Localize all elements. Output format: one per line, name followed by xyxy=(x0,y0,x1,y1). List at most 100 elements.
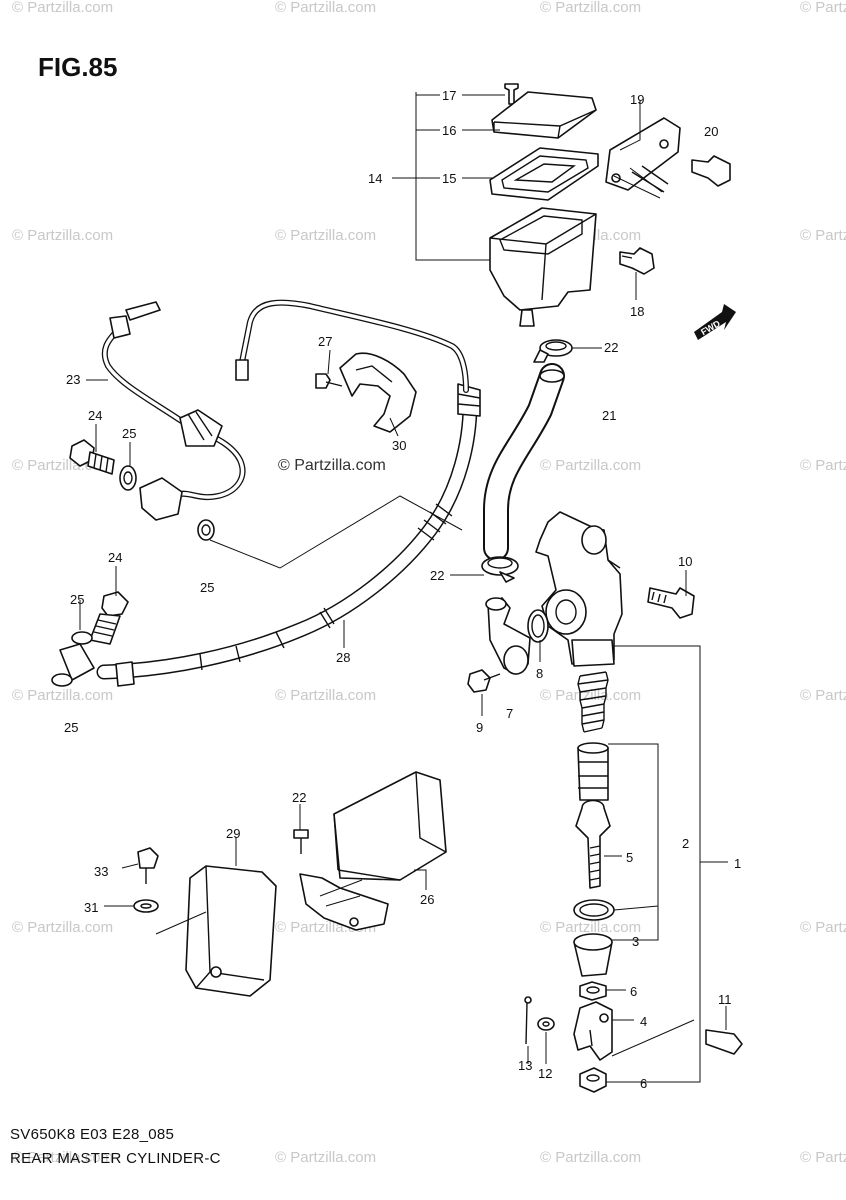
callout-28: 28 xyxy=(336,650,350,665)
callout-8: 8 xyxy=(536,666,543,681)
callout-7: 7 xyxy=(506,706,513,721)
cover-26 xyxy=(299,771,447,931)
watermark-text: © Partzilla.com xyxy=(800,1149,846,1166)
callout-12: 12 xyxy=(538,1066,552,1081)
callout-9: 9 xyxy=(476,720,483,735)
callout-25-d: 25 xyxy=(64,720,78,735)
callout-1: 1 xyxy=(734,856,741,871)
reservoir-diaphragm xyxy=(489,147,599,201)
callout-17: 17 xyxy=(442,88,456,103)
callout-10: 10 xyxy=(678,554,692,569)
callout-24-upper: 24 xyxy=(88,408,102,423)
bolt-27 xyxy=(315,373,343,389)
callout-4: 4 xyxy=(640,1014,647,1029)
watermark-text: © Partzilla.com xyxy=(540,687,641,704)
callout-3: 3 xyxy=(632,934,639,949)
watermark-text: © Partzilla.com xyxy=(800,687,846,704)
callout-22-lower: 22 xyxy=(430,568,444,583)
watermark-text: © Partzilla.com xyxy=(275,1149,376,1166)
union-bolt-24-upper xyxy=(69,439,115,475)
figure-caption: REAR MASTER CYLINDER-C xyxy=(10,1150,221,1167)
callout-30: 30 xyxy=(392,438,406,453)
brake-pipe-23 xyxy=(101,299,469,521)
boot-3 xyxy=(573,933,613,977)
callout-labels: 1 2 3 4 5 6 6 7 8 9 10 11 12 13 14 15 16… xyxy=(64,88,741,1091)
hose-joint-7 xyxy=(485,597,531,675)
callout-6-lower: 6 xyxy=(640,1076,647,1091)
piston-assembly xyxy=(577,742,609,801)
return-spring xyxy=(577,671,609,733)
callout-29: 29 xyxy=(226,826,240,841)
watermark-text: © Partzilla.com xyxy=(800,0,846,16)
o-ring-8 xyxy=(527,609,549,643)
watermark-text: © Partzilla.com xyxy=(12,1149,113,1166)
gasket-25-a xyxy=(119,465,137,491)
watermark-text: © Partzilla.com xyxy=(800,919,846,936)
cotter-pin-13 xyxy=(524,996,532,1045)
leader-lines xyxy=(79,92,728,1083)
callout-20: 20 xyxy=(704,124,718,139)
fwd-direction-icon: FWD xyxy=(694,304,736,340)
union-bolt-24-lower xyxy=(89,591,129,645)
watermark-text: © Partzilla.com xyxy=(540,1149,641,1166)
bolt-10 xyxy=(647,587,695,619)
reservoir-bolt-18 xyxy=(619,247,655,275)
callout-27: 27 xyxy=(318,334,332,349)
screw-33 xyxy=(293,829,309,854)
circlip xyxy=(573,899,615,921)
hose-clamp-22-lower xyxy=(481,556,519,583)
cover-29 xyxy=(185,865,277,997)
nut-6-lower xyxy=(579,1067,607,1093)
callout-24-lower: 24 xyxy=(108,550,122,565)
callout-23: 23 xyxy=(66,372,80,387)
callout-33: 22 xyxy=(292,790,306,805)
hose-clamp-22-top xyxy=(533,339,573,363)
reservoir-hose-21 xyxy=(483,363,565,561)
gasket-25-b xyxy=(197,519,215,541)
master-cylinder-body xyxy=(535,511,623,667)
model-code: SV650K8 E03 E28_085 xyxy=(10,1126,175,1143)
callout-31: 31 xyxy=(84,900,98,915)
watermark-text: © Partzilla.com xyxy=(800,227,846,244)
watermark-text: © Partzilla.com xyxy=(12,687,113,704)
callout-6-upper: 6 xyxy=(630,984,637,999)
brake-hose-28 xyxy=(51,383,481,687)
callout-25-a: 25 xyxy=(122,426,136,441)
bolt-32 xyxy=(137,847,159,884)
watermark-text: © Partzilla.com xyxy=(275,687,376,704)
washer-12 xyxy=(537,1017,555,1031)
pin-11 xyxy=(705,1029,743,1055)
callout-25-c: 25 xyxy=(70,592,84,607)
watermark-text: © Partzilla.com xyxy=(800,457,846,474)
callout-5: 5 xyxy=(626,850,633,865)
watermark-text: © Partzilla.com xyxy=(540,457,641,474)
callout-2: 2 xyxy=(682,836,689,851)
callout-19: 19 xyxy=(630,92,644,107)
callout-11: 11 xyxy=(718,992,732,1007)
reservoir-body xyxy=(489,207,597,327)
figure-title: FIG.85 xyxy=(38,52,118,82)
callout-13: 13 xyxy=(518,1058,532,1073)
gasket-25-c xyxy=(71,631,93,645)
callout-22-cover: 33 xyxy=(94,864,108,879)
screw-9 xyxy=(467,669,501,693)
callout-22-top: 22 xyxy=(604,340,618,355)
callout-21: 21 xyxy=(602,408,616,423)
nut-6-upper xyxy=(579,981,607,1001)
watermark-text: © Partzilla.com xyxy=(12,919,113,936)
callout-16: 16 xyxy=(442,123,456,138)
pipe-clamp-30 xyxy=(339,352,417,433)
callout-14: 14 xyxy=(368,171,382,186)
bracket-19 xyxy=(605,117,681,193)
callout-15: 15 xyxy=(442,171,456,186)
callout-25-b: 25 xyxy=(200,580,214,595)
watermark-text: © Partzilla.com xyxy=(12,227,113,244)
watermark-text: © Partzilla.com xyxy=(540,919,641,936)
clevis-4 xyxy=(573,1001,613,1061)
watermark-text: © Partzilla.com xyxy=(275,0,376,16)
callout-18: 18 xyxy=(630,304,644,319)
reservoir-cap xyxy=(491,91,597,139)
watermark-text: © Partzilla.com xyxy=(540,0,641,16)
washer-31 xyxy=(133,899,159,913)
watermark-text: © Partzilla.com xyxy=(275,227,376,244)
